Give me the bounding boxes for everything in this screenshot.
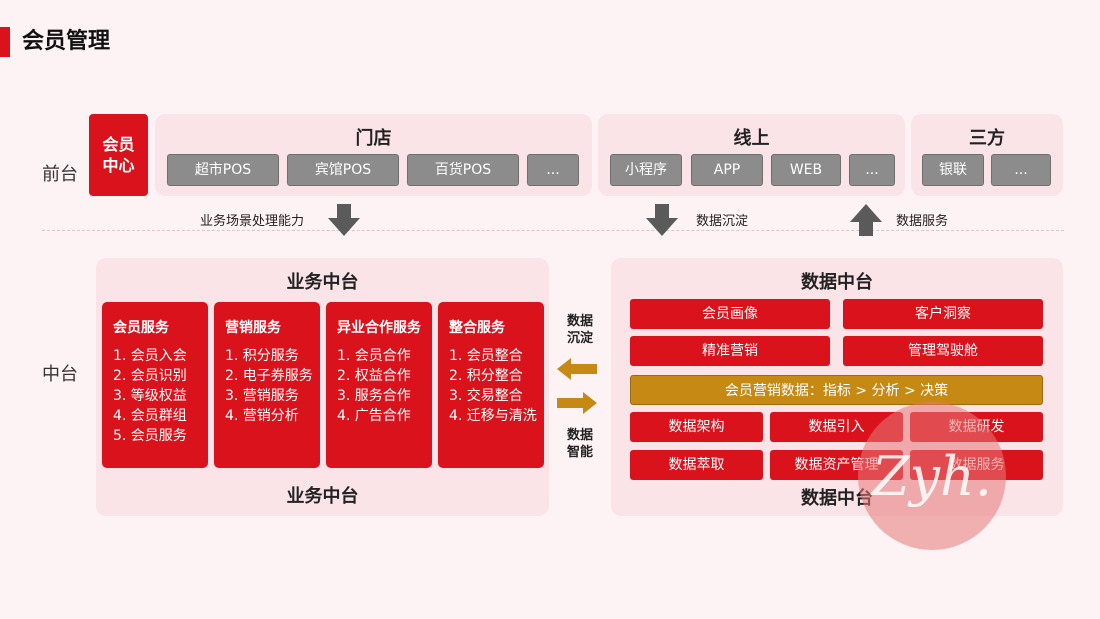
third-item-more[interactable]: ...: [991, 154, 1051, 186]
third-party-panel-title: 三方: [969, 128, 1005, 149]
store-item-dept-pos[interactable]: 百货POS: [407, 154, 519, 186]
list-item: 5. 会员服务: [113, 428, 187, 444]
data-btn-management-cockpit[interactable]: 管理驾驶舱: [843, 336, 1043, 366]
row-label-middle: 中台: [42, 364, 78, 385]
store-panel-title: 门店: [355, 128, 392, 149]
member-center-line2: 中心: [102, 156, 135, 175]
service-card-title: 会员服务: [113, 320, 169, 336]
service-card-marketing[interactable]: 营销服务 1. 积分服务 2. 电子券服务 3. 营销服务 4. 营销分析: [214, 302, 320, 468]
service-card-title: 异业合作服务: [337, 320, 421, 336]
data-center-title: 数据中台: [801, 272, 873, 293]
business-center-footer: 业务中台: [286, 486, 359, 507]
online-item-miniprogram[interactable]: 小程序: [610, 154, 682, 186]
store-item-supermarket-pos[interactable]: 超市POS: [167, 154, 279, 186]
data-btn-precision-marketing[interactable]: 精准营销: [630, 336, 830, 366]
side-label-sink-line2: 沉淀: [566, 331, 593, 346]
list-item: 2. 积分整合: [449, 368, 523, 384]
service-card-crossindustry[interactable]: 异业合作服务 1. 会员合作 2. 权益合作 3. 服务合作 4. 广告合作: [326, 302, 432, 468]
data-btn-asset-management[interactable]: 数据资产管理: [770, 450, 903, 480]
data-center-footer: 数据中台: [801, 488, 873, 509]
side-label-intelligence-line1: 数据: [566, 428, 593, 443]
list-item: 1. 会员合作: [337, 348, 411, 364]
service-card-title: 整合服务: [449, 320, 505, 336]
arrow-down-icon: [328, 204, 360, 236]
side-label-intelligence: 数据 智能: [562, 427, 598, 461]
arrow-down-icon: [646, 204, 678, 236]
list-item: 3. 服务合作: [337, 388, 411, 404]
arrow-label-data-sink: 数据沉淀: [696, 214, 749, 229]
side-label-sink: 数据 沉淀: [562, 313, 598, 347]
service-card-list: 1. 积分服务 2. 电子券服务 3. 营销服务 4. 营销分析: [225, 346, 313, 426]
online-panel-title: 线上: [733, 128, 770, 149]
data-btn-ingestion[interactable]: 数据引入: [770, 412, 903, 442]
title-accent-bar: [0, 27, 10, 57]
online-item-more[interactable]: ...: [849, 154, 895, 186]
store-item-more[interactable]: ...: [527, 154, 579, 186]
member-center-box[interactable]: 会员 中心: [89, 114, 148, 196]
third-party-panel: 三方 银联 ...: [911, 114, 1063, 196]
layer-divider: [42, 230, 1064, 231]
list-item: 1. 会员整合: [449, 348, 523, 364]
list-item: 2. 会员识别: [113, 368, 187, 384]
data-btn-extraction[interactable]: 数据萃取: [630, 450, 763, 480]
side-label-sink-line1: 数据: [566, 314, 593, 329]
list-item: 4. 营销分析: [225, 408, 299, 424]
list-item: 2. 电子券服务: [225, 368, 313, 384]
list-item: 1. 会员入会: [113, 348, 187, 364]
data-btn-service[interactable]: 数据服务: [910, 450, 1043, 480]
list-item: 4. 迁移与清洗: [449, 408, 537, 424]
service-card-member[interactable]: 会员服务 1. 会员入会 2. 会员识别 3. 等级权益 4. 会员群组 5. …: [102, 302, 208, 468]
online-item-web[interactable]: WEB: [771, 154, 841, 186]
data-btn-development[interactable]: 数据研发: [910, 412, 1043, 442]
member-marketing-data-bar[interactable]: 会员营销数据：指标 > 分析 > 决策: [630, 375, 1043, 405]
list-item: 3. 营销服务: [225, 388, 299, 404]
third-item-unionpay[interactable]: 银联: [922, 154, 984, 186]
list-item: 4. 广告合作: [337, 408, 411, 424]
side-label-intelligence-line2: 智能: [566, 445, 593, 460]
member-center-line1: 会员: [102, 135, 135, 154]
arrow-right-icon: [557, 392, 597, 414]
service-card-list: 1. 会员整合 2. 积分整合 3. 交易整合 4. 迁移与清洗: [449, 346, 537, 426]
data-btn-customer-insight[interactable]: 客户洞察: [843, 299, 1043, 329]
service-card-integration[interactable]: 整合服务 1. 会员整合 2. 积分整合 3. 交易整合 4. 迁移与清洗: [438, 302, 544, 468]
store-panel: 门店 超市POS 宾馆POS 百货POS ...: [155, 114, 592, 196]
online-panel: 线上 小程序 APP WEB ...: [598, 114, 905, 196]
page-title: 会员管理: [22, 29, 111, 54]
arrow-up-icon: [850, 204, 882, 236]
business-center-title: 业务中台: [286, 272, 359, 293]
list-item: 2. 权益合作: [337, 368, 411, 384]
row-label-front: 前台: [42, 164, 78, 185]
service-card-list: 1. 会员合作 2. 权益合作 3. 服务合作 4. 广告合作: [337, 346, 411, 426]
service-card-title: 营销服务: [225, 320, 281, 336]
arrow-label-data-service: 数据服务: [896, 214, 949, 229]
list-item: 4. 会员群组: [113, 408, 187, 424]
list-item: 1. 积分服务: [225, 348, 299, 364]
data-btn-architecture[interactable]: 数据架构: [630, 412, 763, 442]
service-card-list: 1. 会员入会 2. 会员识别 3. 等级权益 4. 会员群组 5. 会员服务: [113, 346, 187, 446]
online-item-app[interactable]: APP: [691, 154, 763, 186]
list-item: 3. 等级权益: [113, 388, 187, 404]
store-item-hotel-pos[interactable]: 宾馆POS: [287, 154, 399, 186]
list-item: 3. 交易整合: [449, 388, 523, 404]
arrow-left-icon: [557, 358, 597, 380]
data-btn-member-portrait[interactable]: 会员画像: [630, 299, 830, 329]
arrow-label-business: 业务场景处理能力: [200, 214, 305, 229]
